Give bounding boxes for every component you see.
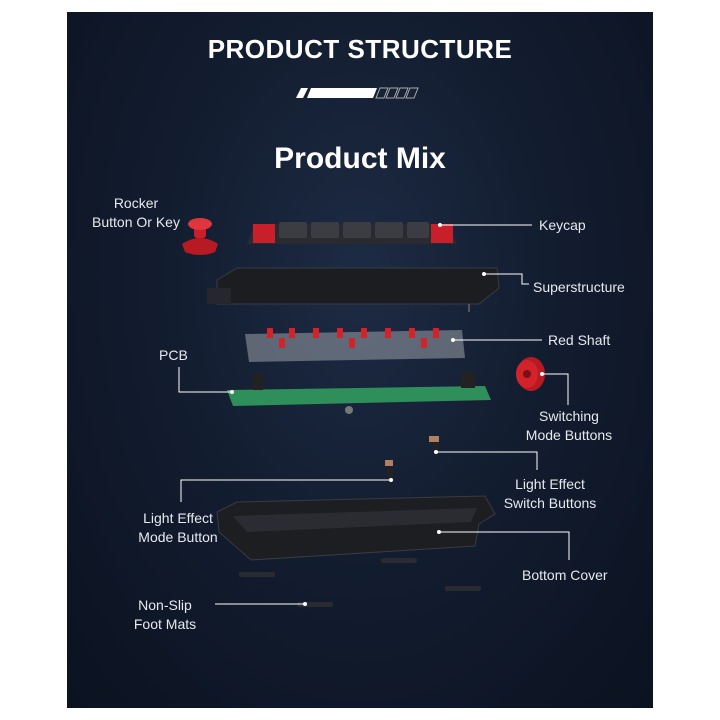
label-rocker: Rocker Button Or Key <box>92 195 180 230</box>
foot-mats-part <box>239 558 481 607</box>
exploded-diagram <box>178 87 570 607</box>
label-pcb: PCB <box>159 347 188 363</box>
leader-superstructure <box>484 273 529 285</box>
label-bottom-cover: Bottom Cover <box>522 567 608 583</box>
rocker-knob-part <box>182 218 218 255</box>
label-switching-mode: Switching Mode Buttons <box>525 408 613 443</box>
title-divider-stripes <box>296 87 419 99</box>
red-shaft-switches-part <box>245 328 465 362</box>
superstructure-part <box>207 267 500 312</box>
product-structure-panel: PRODUCT STRUCTURE <box>67 12 653 708</box>
leader-bottom-cover <box>439 531 570 560</box>
label-light-effect-switch: Light Effect Switch Buttons <box>503 476 597 511</box>
light-effect-switch-part <box>429 436 439 450</box>
label-light-effect-mode: Light Effect Mode Button <box>138 510 218 545</box>
leader-switching-mode <box>542 373 569 405</box>
pcb-part <box>227 372 491 414</box>
leader-pcb <box>178 367 232 393</box>
light-effect-mode-part <box>385 460 393 478</box>
page-title: PRODUCT STRUCTURE <box>207 34 513 64</box>
leader-light-switch <box>436 451 538 470</box>
label-foot-mats: Non-Slip Foot Mats <box>133 597 197 632</box>
bottom-cover-part <box>216 495 496 561</box>
leader-light-mode <box>180 479 391 502</box>
leader-lines <box>178 223 570 606</box>
keycap-part <box>247 222 457 244</box>
label-keycap: Keycap <box>539 217 586 233</box>
switching-mode-wheel-part <box>516 357 545 391</box>
label-red-shaft: Red Shaft <box>548 332 611 348</box>
label-superstructure: Superstructure <box>533 279 625 295</box>
section-subtitle: Product Mix <box>274 142 446 175</box>
